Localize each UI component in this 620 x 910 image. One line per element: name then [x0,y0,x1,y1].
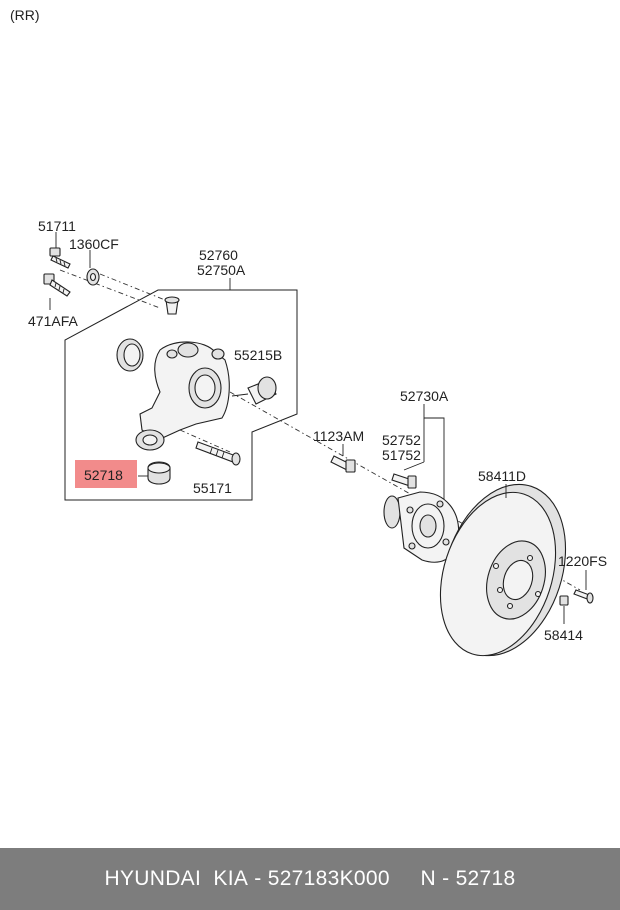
part-info-footer: HYUNDAI KIA - 527183K000 N - 52718 [0,848,620,910]
footer-code: 52718 [455,867,516,890]
bolt-471afa [43,273,71,297]
knuckle-group-frame [64,289,298,501]
bolt-51711 [49,247,71,269]
hub-bearing-52730a [383,491,460,563]
label-1220fs[interactable]: 1220FS [558,553,607,569]
bushing-52718 [147,461,171,485]
label-58411d[interactable]: 58411D [478,468,526,484]
label-55171[interactable]: 55171 [193,480,232,496]
parts-diagram: (RR) [10,7,607,657]
label-52752[interactable]: 52752 [382,432,421,448]
label-1360cf[interactable]: 1360CF [69,236,119,252]
label-471afa[interactable]: 471AFA [28,313,78,329]
screw-1220fs [573,589,594,604]
label-51752[interactable]: 51752 [382,447,421,463]
bolt-1123am [330,455,356,473]
bushing-55215b [231,376,277,405]
footer-gap [390,867,421,891]
position-label: (RR) [10,7,40,23]
brake-disc-58411d [439,483,567,657]
label-58414[interactable]: 58414 [544,627,583,643]
label-55215b[interactable]: 55215B [234,347,282,363]
nut-1360cf [86,268,100,286]
label-52760[interactable]: 52760 [199,247,238,263]
footer-part-number: 527183K000 [267,867,390,890]
highlight-box [75,460,137,488]
dust-seal-ring [116,338,144,372]
label-52718[interactable]: 52718 [84,467,123,483]
rear-knuckle [135,341,230,451]
bolt-55171 [195,441,241,466]
footer-brand: HYUNDAI KIA [104,867,249,890]
footer-code-prefix: N [420,867,436,890]
hub-bolt-52752 [391,473,417,489]
knuckle-sleeve-top [164,296,180,315]
label-1123am[interactable]: 1123AM [313,428,364,444]
footer-separator-2: - [436,867,456,890]
footer-separator: - [248,867,268,890]
label-52750a[interactable]: 52750A [197,262,246,278]
label-51711[interactable]: 51711 [38,218,76,234]
label-52730a[interactable]: 52730A [400,388,449,404]
nut-58414 [559,595,569,606]
